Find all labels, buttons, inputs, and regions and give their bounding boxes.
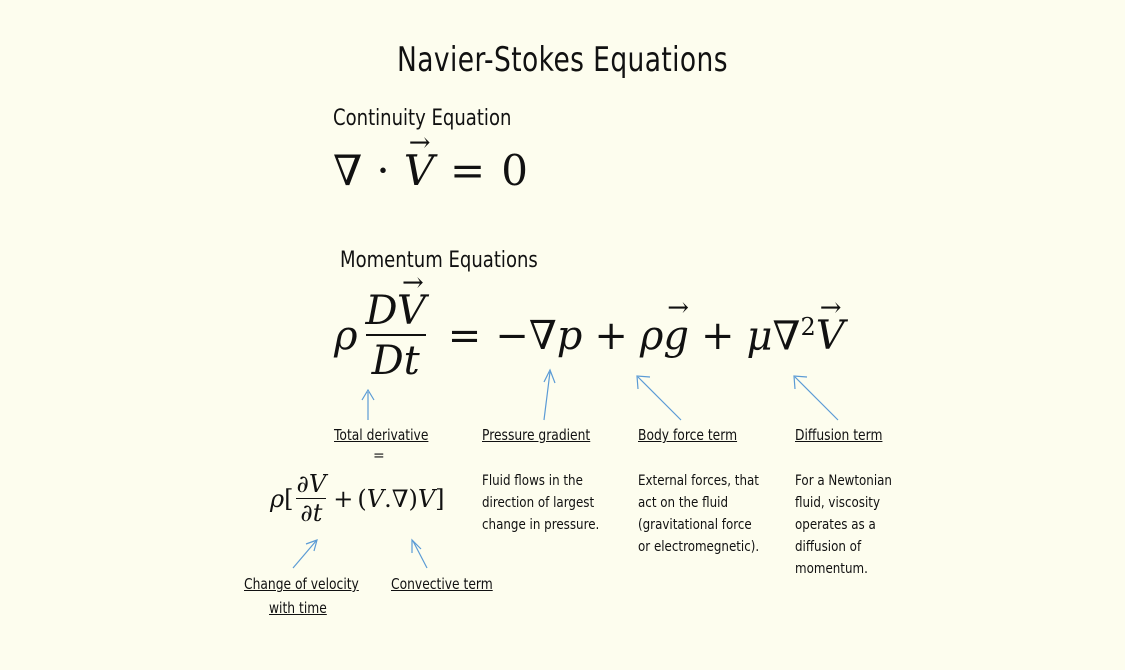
diffusion-label: Diffusion term (795, 426, 883, 444)
diffusion-description: For a Newtonian fluid, viscosity operate… (795, 473, 892, 577)
equals-sign: = (373, 448, 385, 464)
pressure-gradient-description: Fluid flows in the direction of largest … (482, 473, 600, 533)
convective-arrow (411, 538, 428, 569)
pressure-gradient-arrow (543, 368, 556, 421)
change-of-velocity-arrow (292, 539, 318, 569)
change-of-velocity-label-line2: with time (269, 599, 327, 617)
change-of-velocity-label: Change of velocity (244, 575, 359, 593)
expansion-equation: ρ[ ∂V ∂t +(V.∇)V] (270, 470, 445, 527)
body-force-label: Body force term (638, 426, 738, 444)
continuity-heading: Continuity Equation (333, 106, 512, 131)
convective-term-label: Convective term (391, 575, 493, 593)
momentum-equation: ρ DV→ Dt =−∇p+ρg→+μ∇2V→ (334, 268, 845, 384)
diffusion-arrow (793, 375, 839, 421)
body-force-arrow (636, 375, 682, 421)
total-derivative-arrow (361, 388, 375, 420)
page-title: Navier-Stokes Equations (397, 40, 728, 80)
pressure-gradient-label: Pressure gradient (482, 426, 591, 444)
continuity-equation: ∇·V→=0 (333, 128, 528, 195)
momentum-heading: Momentum Equations (340, 248, 538, 273)
total-derivative-label: Total derivative (334, 426, 429, 444)
body-force-description: External forces, that act on the fluid (… (638, 473, 760, 555)
